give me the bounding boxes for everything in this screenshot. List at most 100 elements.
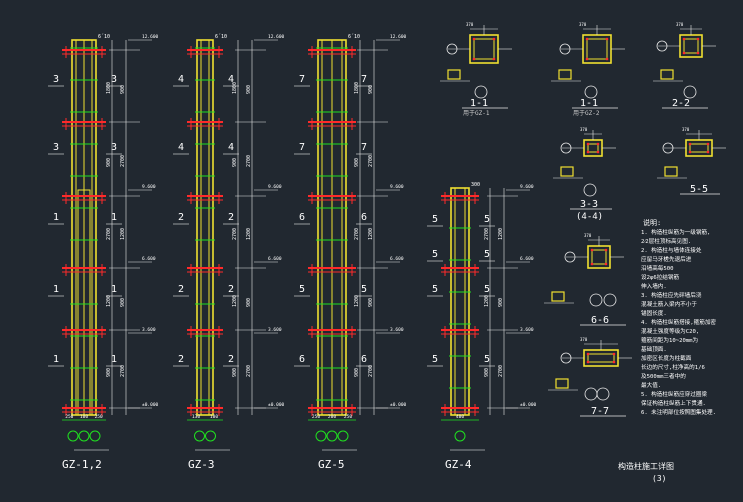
section-mark-left: 6 [299,354,305,365]
section-mark-right: 5 [361,284,367,295]
section-mark-right: 3 [111,142,117,153]
section-mark-left: 7 [299,142,305,153]
dimension-value: 2700 [354,228,360,240]
dimension-value: 900 [120,298,126,307]
notes-line: 应留马牙槎先退后进 [641,255,692,263]
base-detail [664,166,678,177]
notes-line: 最大值. [641,381,661,389]
notes-line: 6. 未注明部位按照图集处理. [641,408,716,416]
dimension-value: 2700 [106,228,112,240]
rebar-dot [590,248,594,252]
level-label: 12.600 [390,34,407,40]
dimension-value: 900 [106,368,112,377]
section-detail-6: 370 [544,233,624,304]
level-label: 3.600 [142,327,156,333]
section-stirrup [587,353,615,363]
dimension-value: 2700 [246,365,252,377]
section-mark-left: 1 [53,284,59,295]
section-title-1-1a: 1-1 [470,98,488,109]
section-mark-right: 1 [111,212,117,223]
axis-bubble [446,43,458,55]
section-mark-left: 5 [432,354,438,365]
notes-line: 1. 构造柱纵筋为一级钢筋, [641,228,710,236]
notes-line: 5. 构造柱纵筋应穿过圈梁 [641,390,707,398]
section-mark-right: 5 [484,284,490,295]
dimension-value: 2700 [246,155,252,167]
section-detail-7: 370 [548,337,632,391]
section-mark-right: 3 [111,74,117,85]
dimension-value: 900 [120,85,126,94]
column-top-label: 6´10 [98,34,110,40]
axis-bubble [596,387,610,401]
level-label: 12.600 [268,34,285,40]
rebar-dot [604,262,608,266]
rebar-dot [472,57,476,61]
axis-bubble [584,85,598,99]
section-mark-right: 4 [228,74,234,85]
dimension-value: 900 [498,298,504,307]
bottom-dimension-value: 250 [65,414,73,420]
dimension-value: 900 [232,158,238,167]
bottom-dimension-value: 200 [328,414,336,420]
section-stirrup [586,38,608,60]
notes-line: 沿墙高每500 [641,264,673,272]
axis-bubble [67,430,79,442]
section-dimension-value: 370 [580,127,588,132]
rebar-dot [696,37,700,41]
column-name-gz3: GZ-3 [188,458,215,471]
axis-bubble [564,251,576,263]
section-sub-1-1b: 用于GZ-2 [573,110,600,117]
rebar-dot [605,57,609,61]
dimension-value: 2700 [368,365,374,377]
dimension-value: 900 [106,158,112,167]
level-label: 3.600 [520,327,534,333]
axis-bubble [194,430,205,442]
section-title-7-7: 7-7 [591,406,609,417]
column-top-label: 6´10 [348,34,360,40]
column-name-gz5: GZ-5 [318,458,345,471]
section-title-6-6: 6-6 [591,315,609,326]
footer-sheet: (3) [652,474,666,483]
rebar-dot [586,150,590,154]
notes-line: 混凝土强度等级为C20, [641,327,699,335]
rebar-dot [612,352,616,356]
axis-bubble [474,85,488,99]
axis-bubble [662,142,674,154]
dimension-value: 1200 [106,295,112,307]
column-outline [450,187,470,416]
level-label: ±0.000 [142,402,159,408]
axis-bubble [315,430,327,442]
section-detail-3: 370 [653,22,716,82]
section-mark-right: 5 [484,354,490,365]
section-mark-left: 2 [178,284,184,295]
level-label: 6.600 [268,256,282,262]
dimension-value: 900 [484,368,490,377]
column-outline [196,39,214,416]
rebar-dot [682,37,686,41]
notes-line: 箍筋间距为10~20mm为 [641,336,699,344]
axis-bubble [205,430,216,442]
section-sub-1-1a: 用于GZ-1 [463,110,490,117]
dimension-value: 2700 [120,365,126,377]
rebar-dot [586,142,590,146]
section-title-5-5: 5-5 [690,184,708,195]
section-dimension-value: 370 [579,22,587,27]
notes-line: 2. 构造柱与墙体连接处 [641,246,702,254]
axis-bubble [583,183,597,197]
section-outline [583,139,603,157]
rebar-dot [585,57,589,61]
section-detail-2: 370 [551,22,625,82]
level-label: 3.600 [268,327,282,333]
section-mark-right: 1 [111,284,117,295]
section-mark-left: 5 [432,284,438,295]
section-detail-4: 370 [553,127,616,179]
section-dimension-value: 370 [466,22,474,27]
rebar-dot [596,150,600,154]
bottom-dimension-value: 250 [344,414,352,420]
bottom-dimension-value: 100 [210,414,218,420]
section-detail-1: 370 [440,22,512,82]
column-name-gz12: GZ-1,2 [62,458,102,471]
rebar-dot [688,142,692,146]
